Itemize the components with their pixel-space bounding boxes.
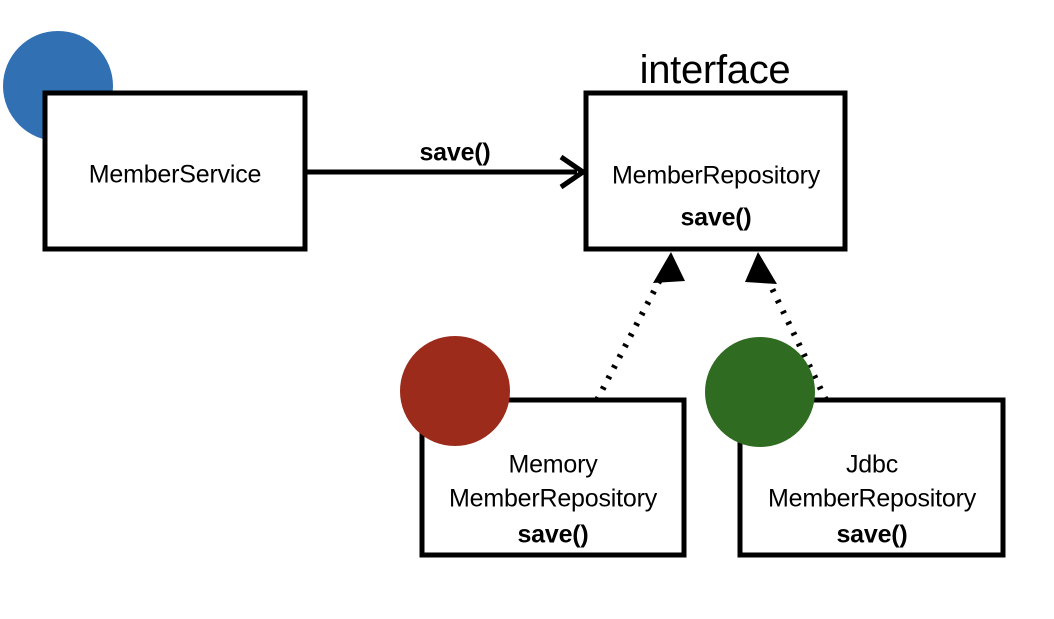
edge-service-to-repository: [305, 154, 588, 190]
filled-triangle-arrowhead-icon: [653, 252, 685, 283]
open-arrowhead-icon: [559, 154, 588, 190]
red-bead: [400, 336, 510, 446]
filled-triangle-arrowhead-icon: [745, 252, 777, 284]
edge-memory-implements: [594, 252, 685, 402]
edge-jdbc-implements: [745, 252, 829, 402]
realization-line-memory: [594, 270, 667, 402]
member-repository-box[interactable]: [583, 90, 848, 252]
green-bead: [705, 337, 815, 447]
member-service-box[interactable]: [42, 90, 308, 252]
